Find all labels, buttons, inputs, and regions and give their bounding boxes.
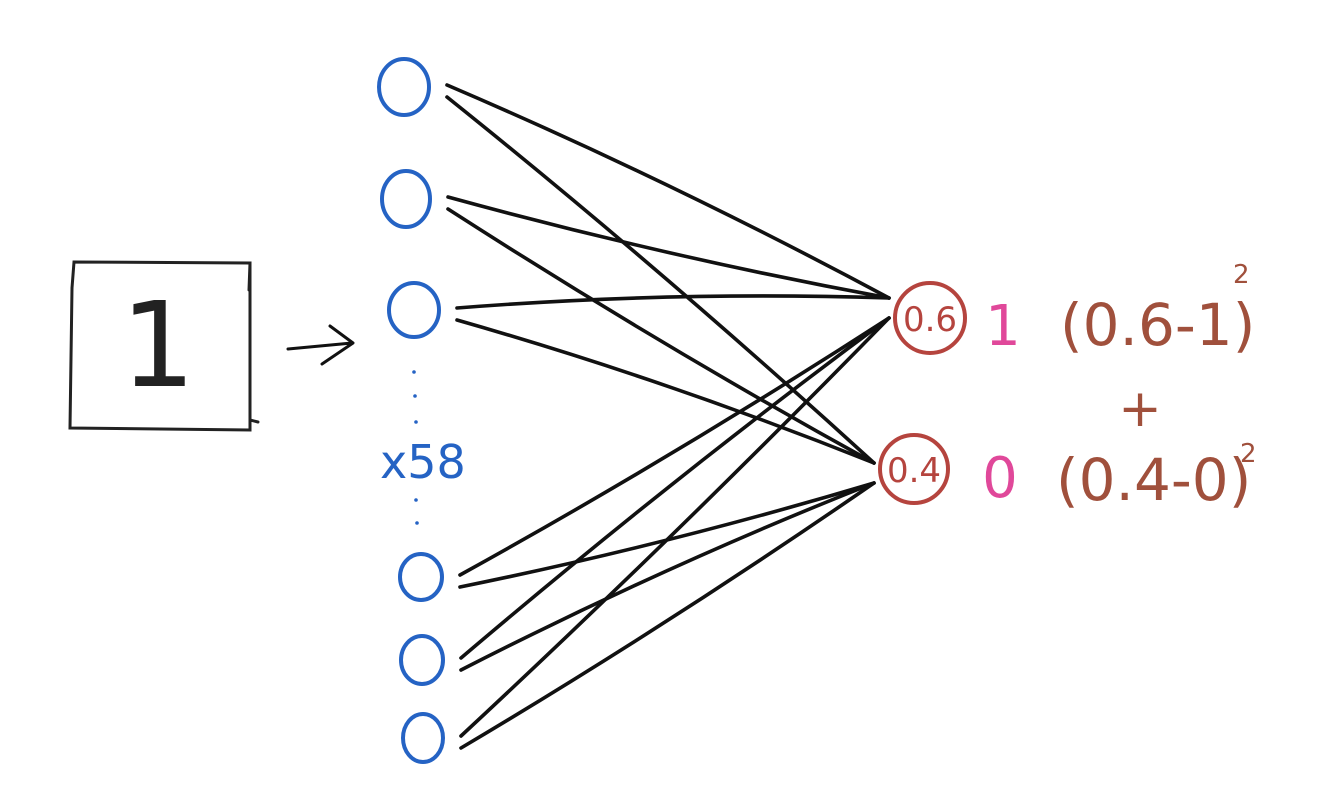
connection-line	[458, 316, 891, 577]
connection-line	[459, 481, 876, 750]
connection-line	[445, 83, 891, 300]
input-digit: 1	[120, 276, 195, 414]
loss-plus-operator: +	[1118, 379, 1162, 439]
connection-line	[455, 318, 876, 465]
hidden-layer	[377, 57, 445, 764]
hidden-neuron	[399, 634, 445, 686]
hidden-neuron	[398, 552, 444, 602]
target-value-2: 0	[982, 446, 1018, 511]
connections	[445, 83, 891, 750]
target-value-1: 1	[985, 294, 1021, 359]
output-neuron-2: 0.4	[878, 433, 950, 505]
hidden-ellipsis	[412, 370, 419, 525]
connection-line	[459, 316, 891, 660]
input-box: 1	[68, 260, 260, 432]
hidden-count-label: x58	[380, 435, 466, 489]
output-value-2: 0.4	[887, 451, 941, 491]
output-layer: 0.6 0.4	[878, 281, 967, 505]
connection-line	[446, 195, 891, 300]
hidden-neuron	[401, 712, 445, 764]
output-neuron-1: 0.6	[893, 281, 967, 355]
connection-line	[459, 316, 891, 738]
loss-expression: (0.6-1) 2 + (0.4-0) 2	[1056, 260, 1257, 514]
loss-term-2: (0.4-0)	[1056, 446, 1251, 514]
hidden-neuron	[380, 169, 432, 229]
loss-term-1: (0.6-1)	[1060, 291, 1255, 359]
arrow-icon	[286, 324, 355, 366]
hidden-neuron	[387, 281, 441, 339]
input-arrow	[286, 324, 355, 366]
connection-line	[455, 294, 891, 310]
output-value-1: 0.6	[903, 300, 957, 340]
connection-line	[445, 95, 876, 465]
connection-line	[446, 207, 876, 465]
loss-exponent-2: 2	[1240, 439, 1257, 469]
connection-line	[459, 481, 876, 672]
hidden-neuron	[377, 57, 431, 117]
loss-exponent-1: 2	[1233, 260, 1250, 290]
input-box-frame	[68, 260, 260, 432]
